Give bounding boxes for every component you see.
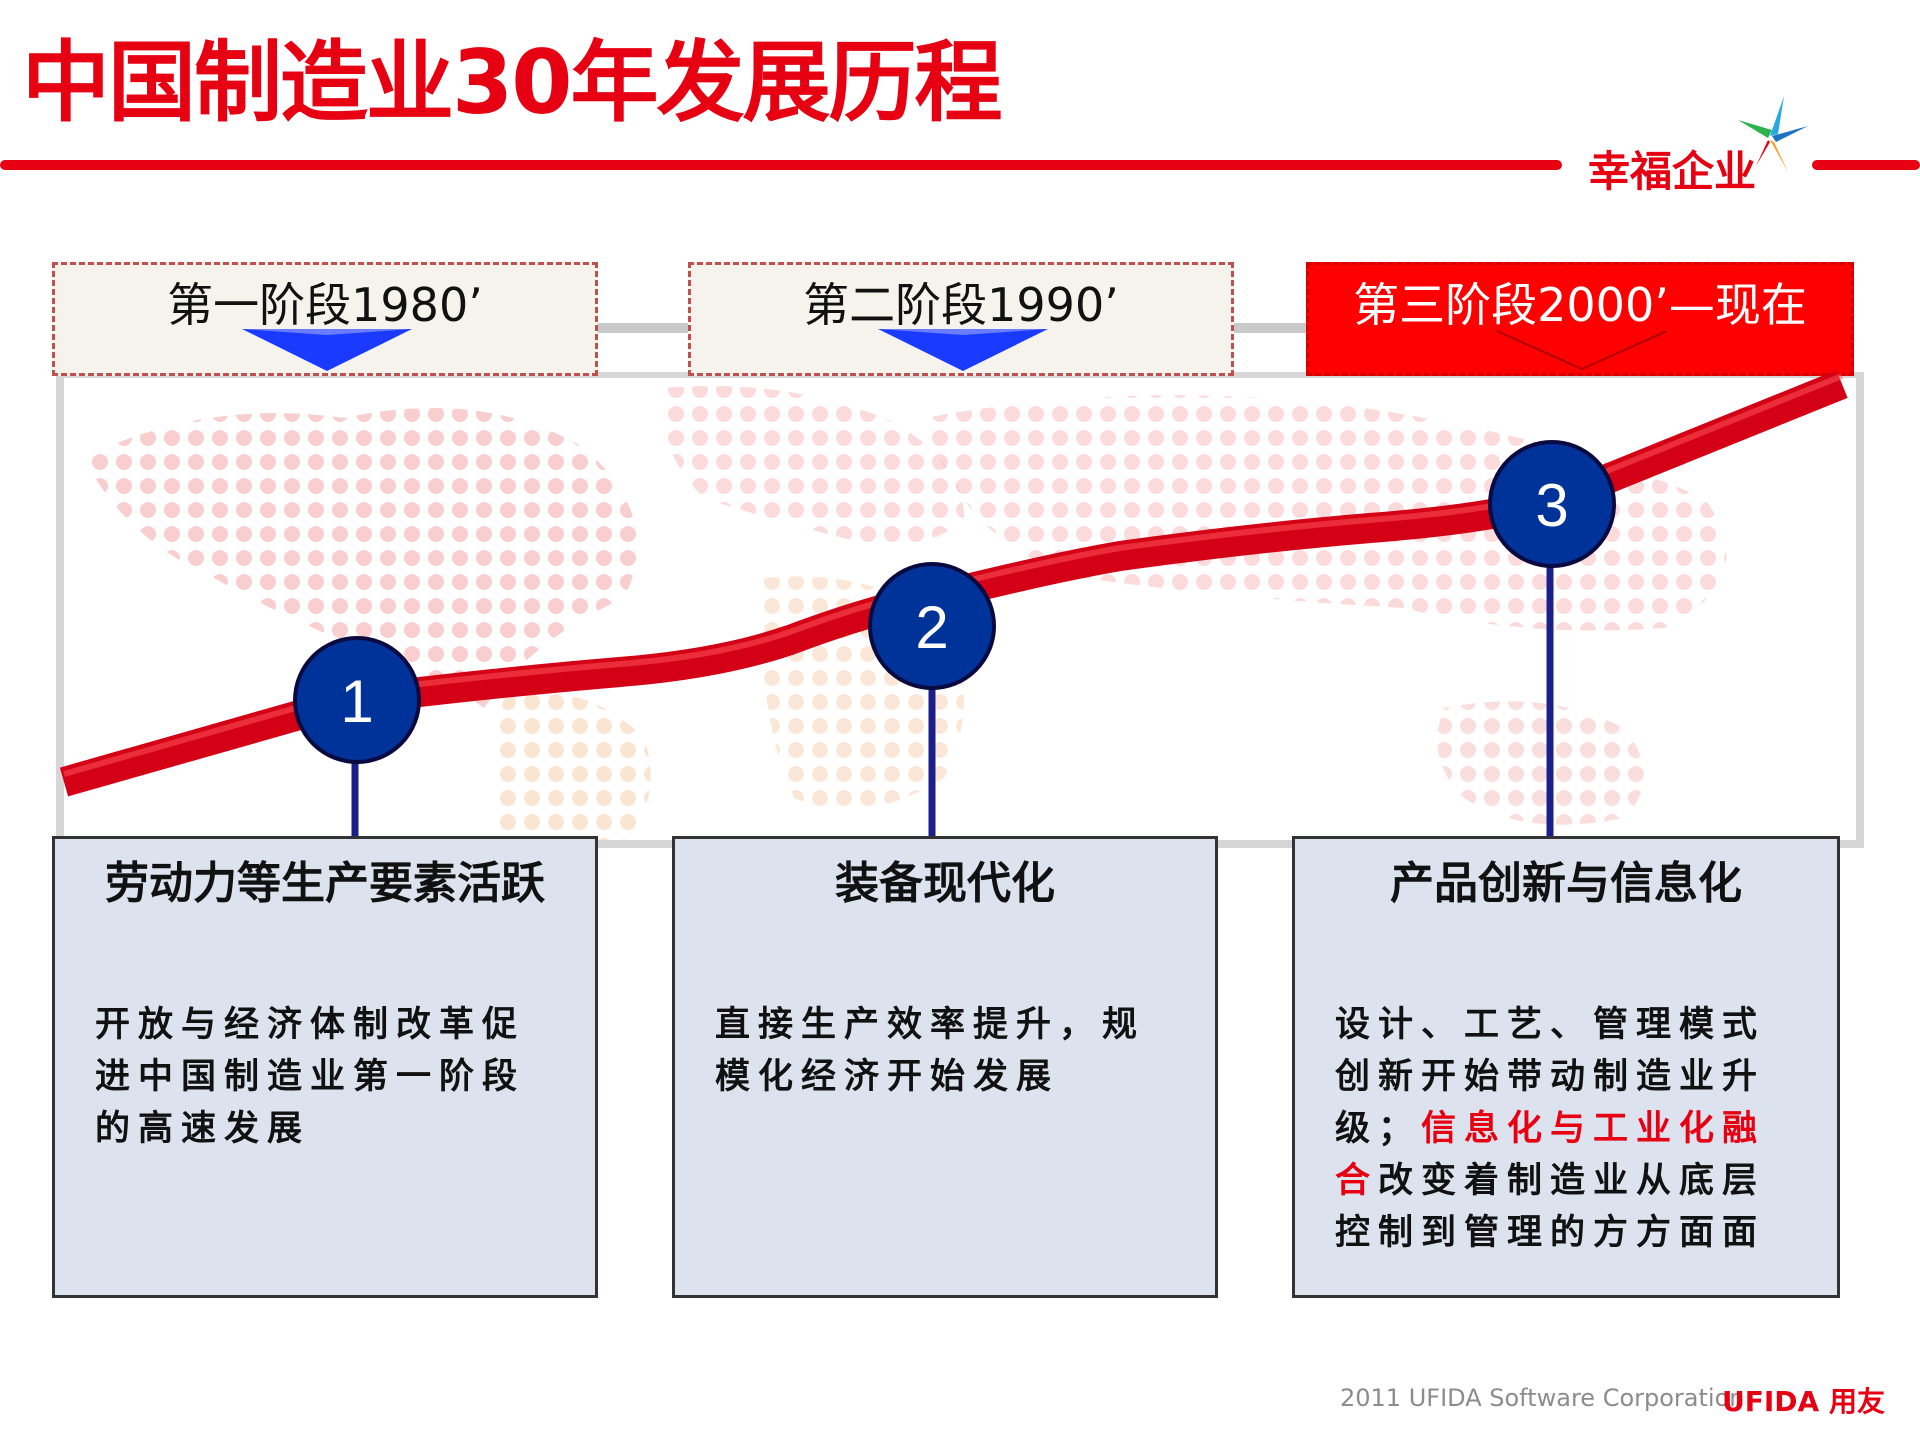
card-title: 装备现代化: [835, 858, 1055, 909]
stage-card-2: 装备现代化 直接生产效率提升，规模化经济开始发展: [672, 836, 1218, 1298]
stage-label: 第二阶段1990’: [803, 278, 1119, 332]
stage-label: 第三阶段2000’—现在: [1353, 278, 1807, 332]
stage-connector: [1232, 323, 1310, 333]
pinwheel-logo-icon: [1738, 96, 1808, 172]
stage-number: 3: [1535, 472, 1568, 539]
card-body: 直接生产效率提升，规模化经济开始发展: [715, 1004, 1146, 1097]
stage-header-3: 第三阶段2000’—现在: [1306, 262, 1854, 376]
card-body: 开放与经济体制改革促进中国制造业第一阶段的高速发展: [95, 1004, 526, 1149]
page-title: 中国制造业30年发展历程: [22, 31, 1002, 134]
footer-brand-logo: UFIDA 用友: [1722, 1385, 1885, 1418]
stage-node-2: [868, 562, 996, 690]
stage-node-1: [293, 636, 421, 764]
card-title: 产品创新与信息化: [1390, 858, 1742, 909]
stage-node-3: [1488, 440, 1616, 568]
stage-label: 第一阶段1980’: [167, 278, 483, 332]
card-body-text: 设计、工艺、管理模式创新开始带动制造业升级；: [1335, 1004, 1766, 1149]
title-divider-right: [1812, 160, 1920, 170]
card-body-text: 改变着制造业从底层控制到管理的方方面面: [1335, 1160, 1766, 1253]
stage-connector: [596, 323, 690, 333]
stage-card-3: 产品创新与信息化 设计、工艺、管理模式创新开始带动制造业升级；信息化与工业化融合…: [1292, 836, 1840, 1298]
stage-number: 1: [340, 668, 373, 735]
card-body-highlight: 信息化与工业化融合: [1335, 1108, 1766, 1201]
card-title: 劳动力等生产要素活跃: [105, 858, 545, 909]
stage-number: 2: [915, 594, 948, 661]
stage-header-2: 第二阶段1990’: [688, 262, 1234, 376]
stage-header-1: 第一阶段1980’: [52, 262, 598, 376]
stage-card-1: 劳动力等生产要素活跃 开放与经济体制改革促进中国制造业第一阶段的高速发展: [52, 836, 598, 1298]
footer-copyright: 2011 UFIDA Software Corporation: [1340, 1384, 1745, 1412]
title-divider: [0, 160, 1562, 170]
brand-slogan: 幸福企业: [1588, 147, 1757, 196]
down-arrow-icon: [1497, 330, 1667, 371]
card-body: 设计、工艺、管理模式创新开始带动制造业升级；信息化与工业化融合改变着制造业从底层…: [1335, 999, 1807, 1259]
down-arrow-icon: [878, 329, 1048, 371]
down-arrow-icon: [242, 329, 412, 371]
